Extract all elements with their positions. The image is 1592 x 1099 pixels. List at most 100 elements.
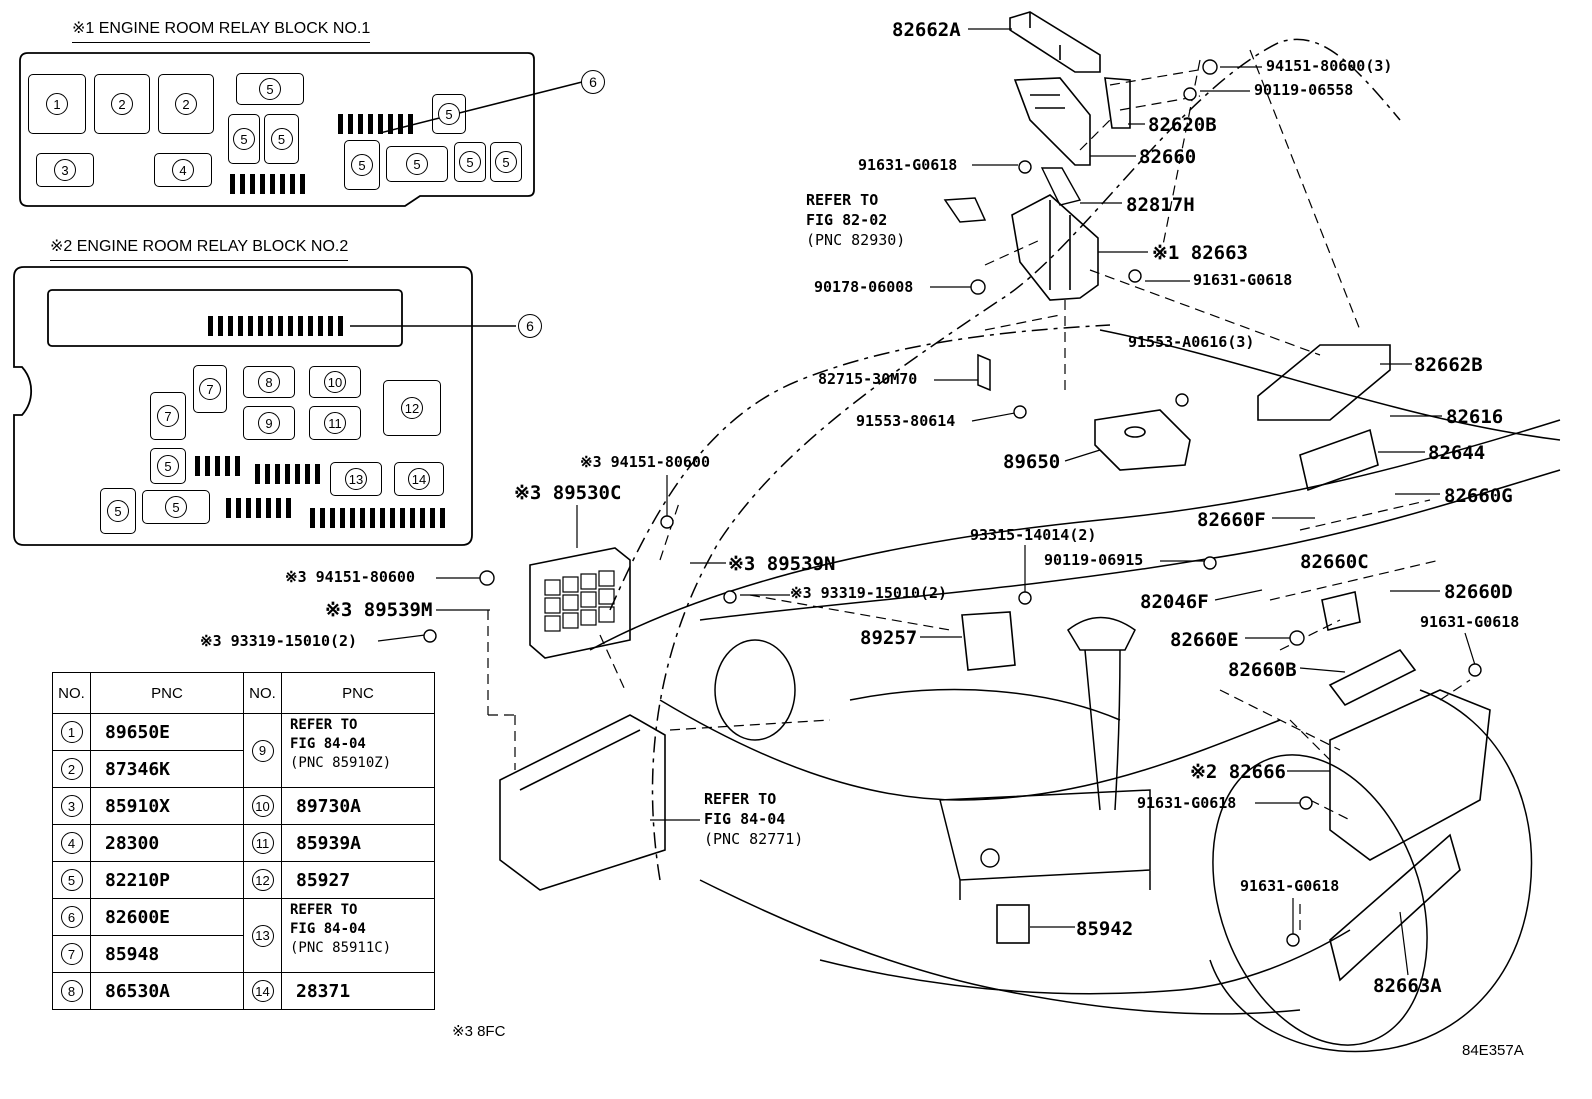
relay-slot: 5 — [386, 146, 448, 182]
fuse-row — [310, 508, 450, 528]
part-82930-relay — [943, 197, 987, 223]
part-label: ※2 82666 — [1190, 761, 1286, 783]
part-box-82771 — [499, 714, 666, 891]
part-label: 82660D — [1444, 581, 1513, 603]
part-label: 89257 — [860, 627, 918, 649]
part-label: 91631-G0618 — [1240, 877, 1340, 895]
slot-number: 5 — [259, 78, 281, 100]
slot-number: 5 — [406, 153, 428, 175]
part-82660C-block — [1321, 591, 1361, 631]
relay-slot: 14 — [394, 462, 444, 496]
pnc-value: 85948 — [90, 935, 244, 973]
slot-number: 1 — [46, 93, 68, 115]
part-label: 90119-06558 — [1254, 81, 1354, 99]
bolt-90119-06558 — [1183, 87, 1197, 101]
row-number: 13 — [251, 924, 274, 947]
part-82663-relay-block-1 — [1011, 194, 1099, 301]
refer-line: (PNC 82930) — [806, 231, 906, 249]
fuse-row — [208, 316, 348, 336]
part-label: ※3 93319-15010(2) — [790, 584, 948, 602]
pnc-value: 85927 — [281, 861, 435, 899]
relay-slot: 8 — [243, 366, 295, 398]
part-label: 82046F — [1140, 591, 1209, 613]
bolt-91631-G0618 — [1018, 160, 1032, 174]
refer-note: REFER TO FIG 84-04 (PNC 82771) — [704, 789, 803, 849]
slot-number: 4 — [172, 159, 194, 181]
slot-number: 5 — [459, 151, 481, 173]
body-line-2 — [589, 419, 1561, 651]
fuse-row — [195, 456, 245, 476]
fender-line — [651, 38, 1401, 881]
part-label: 91631-G0618 — [1137, 794, 1237, 812]
slot-number: 7 — [157, 405, 179, 427]
horn-connector — [980, 848, 1000, 868]
part-82620B-bracket — [1104, 77, 1131, 129]
part-label: 82662B — [1414, 354, 1483, 376]
pnc-value: 86530A — [90, 972, 244, 1010]
relay-slot: 5 — [150, 448, 186, 484]
refer-line: FIG 82-02 — [806, 211, 888, 229]
part-label: ※3 89539N — [728, 553, 836, 575]
relay-slot: 5 — [228, 114, 260, 164]
bolt-93315-14014 — [1018, 591, 1032, 605]
part-89257-sensor — [961, 611, 1016, 671]
reservoir-neck — [1084, 649, 1121, 811]
bolt-91631-G0618-d — [1299, 796, 1313, 810]
part-82715-bracket — [977, 353, 991, 392]
bolt-91553-80614 — [1013, 405, 1027, 419]
part-label: 82616 — [1446, 406, 1504, 428]
relay-slot: 12 — [383, 380, 441, 436]
nut-90178-06008 — [970, 279, 986, 295]
windshield-line — [1099, 329, 1561, 441]
relay-slot: 9 — [243, 406, 295, 440]
slot-number: 9 — [258, 412, 280, 434]
slot-number: 5 — [233, 128, 255, 150]
part-label: 82715-30M70 — [818, 370, 918, 388]
part-82644-module — [1299, 428, 1379, 492]
part-label: 85942 — [1076, 918, 1134, 940]
slot-number: 2 — [111, 93, 133, 115]
part-82666-relay-block-2 — [1329, 689, 1491, 861]
figure-code: 84E357A — [1462, 1042, 1524, 1059]
refer-line: FIG 84-04 — [290, 736, 366, 752]
headlight-opening — [714, 639, 796, 741]
refer-line: REFER TO — [704, 790, 777, 808]
pnc-value: 82210P — [90, 861, 244, 899]
relay-slot: 5 — [454, 142, 486, 182]
relay-block-1-outline — [19, 52, 535, 207]
part-label: 91631-G0618 — [858, 156, 958, 174]
table-row: 7 85948 — [52, 935, 435, 973]
refer-line: (PNC 82771) — [704, 830, 804, 848]
part-82660E-plug — [1289, 630, 1305, 646]
part-label: ※3 94151-80600 — [580, 453, 710, 471]
part-label: 82644 — [1428, 442, 1486, 464]
refer-line: FIG 84-04 — [704, 810, 786, 828]
relay-slot: 5 — [264, 114, 299, 164]
part-82660-relay-housing — [1013, 77, 1091, 166]
body-line-3 — [699, 469, 1561, 621]
fuse-row — [255, 464, 325, 484]
part-82662A-cover — [1009, 11, 1101, 73]
slot-number: 5 — [351, 154, 373, 176]
part-label: 91631-G0618 — [1193, 271, 1293, 289]
part-label: 82660G — [1444, 485, 1513, 507]
part-label: ※3 89530C — [514, 482, 622, 504]
slot-number: 5 — [157, 455, 179, 477]
row-number: 11 — [251, 832, 274, 854]
table-row: 6 82600E 13 REFER TO FIG 84-04 (PNC 8591… — [52, 898, 435, 973]
slot-number: 14 — [408, 468, 430, 490]
part-82662B-cover — [1257, 344, 1391, 421]
bolt-90119-06915 — [1203, 556, 1217, 570]
row-number: 2 — [60, 758, 83, 780]
relay-slot: 5 — [432, 94, 466, 134]
row-number: 12 — [251, 869, 274, 891]
table-row: 3 85910X 10 89730A — [52, 787, 435, 825]
relay-slot: 2 — [158, 74, 214, 134]
refer-line: FIG 84-04 — [290, 921, 366, 937]
header-pnc: PNC — [90, 672, 244, 714]
row-number: 14 — [251, 980, 274, 1002]
refer-line: (PNC 85910Z) — [290, 755, 392, 771]
slot-number: 7 — [199, 378, 221, 400]
